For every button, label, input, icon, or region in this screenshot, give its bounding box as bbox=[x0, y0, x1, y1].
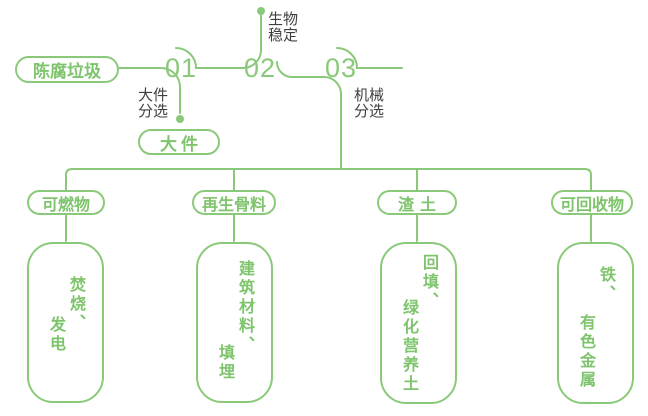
result-combustible-part1: 焚烧、 bbox=[67, 276, 84, 333]
result-combustible-part2: 发电 bbox=[47, 316, 64, 354]
label-biological-stabilization-line2: 稳定 bbox=[268, 27, 299, 44]
result-recycled-aggregate-part2: 填埋 bbox=[216, 344, 233, 382]
label-biological-stabilization-line1: 生物 bbox=[268, 11, 299, 28]
result-slag-soil-part2: 绿化营养土 bbox=[400, 299, 417, 394]
branch-dot-bulky bbox=[176, 115, 184, 123]
result-box-recyclable: 铁、 有色金属 bbox=[557, 242, 634, 404]
label-mechanical-sorting: 机械 分选 bbox=[354, 88, 384, 120]
node-category-slag-soil-label: 渣土 bbox=[397, 196, 442, 214]
branch-dot-biostable bbox=[257, 7, 265, 15]
step-number-01: 01 bbox=[164, 53, 198, 83]
node-category-slag-soil: 渣土 bbox=[377, 190, 457, 215]
node-bulky-item: 大件 bbox=[138, 129, 220, 155]
label-mechanical-sorting-line1: 机械 bbox=[354, 87, 385, 104]
node-category-recyclable: 可回收物 bbox=[551, 190, 633, 215]
result-box-recycled-aggregate: 建筑材料、 填埋 bbox=[196, 242, 273, 403]
label-bulky-sorting: 大件 分选 bbox=[138, 88, 168, 120]
label-mechanical-sorting-line2: 分选 bbox=[354, 103, 385, 120]
result-box-combustible: 焚烧、 发电 bbox=[27, 242, 104, 403]
step-number-02: 02 bbox=[243, 53, 277, 83]
label-bulky-sorting-line2: 分选 bbox=[138, 103, 169, 120]
step-number-03: 03 bbox=[324, 53, 358, 83]
distribution-bar bbox=[65, 168, 592, 191]
line-step02-to-step03-feed bbox=[276, 61, 342, 170]
line-step03-exit bbox=[336, 47, 403, 69]
label-biological-stabilization: 生物 稳定 bbox=[268, 12, 298, 44]
node-category-recycled-aggregate-label: 再生骨料 bbox=[201, 196, 266, 214]
line-step01-to-step02 bbox=[175, 47, 244, 69]
node-category-recycled-aggregate: 再生骨料 bbox=[192, 190, 276, 215]
node-category-combustible: 可燃物 bbox=[27, 190, 105, 215]
node-category-combustible-label: 可燃物 bbox=[41, 196, 90, 214]
line-step02-riser bbox=[242, 13, 262, 69]
result-recycled-aggregate-part1: 建筑材料、 bbox=[236, 260, 253, 355]
result-recyclable-part2: 有色金属 bbox=[577, 314, 594, 390]
node-source: 陈腐垃圾 bbox=[15, 56, 119, 83]
result-slag-soil-part1: 回填、 bbox=[420, 254, 437, 311]
result-box-slag-soil: 回填、 绿化营养土 bbox=[380, 242, 457, 404]
label-bulky-sorting-line1: 大件 bbox=[138, 87, 169, 104]
line-source-to-step01-branch bbox=[118, 67, 181, 114]
node-bulky-item-label: 大件 bbox=[160, 134, 202, 154]
node-source-label: 陈腐垃圾 bbox=[33, 62, 101, 81]
node-category-recyclable-label: 可回收物 bbox=[559, 196, 624, 214]
result-recyclable-part1: 铁、 bbox=[597, 266, 614, 304]
